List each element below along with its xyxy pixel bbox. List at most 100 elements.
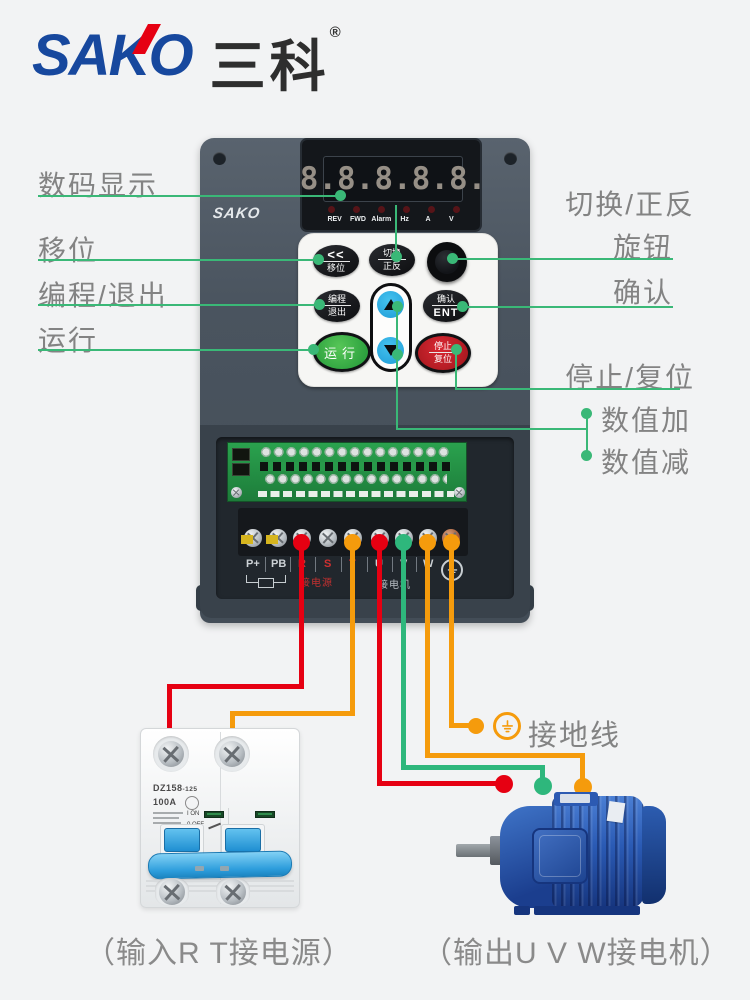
led-label-v: V	[448, 216, 454, 223]
wire-t	[230, 711, 235, 740]
wire-dot-u	[371, 534, 388, 551]
wire-dot-gnd	[443, 534, 460, 551]
label-value-inc: 数值加	[601, 405, 692, 436]
brand-logo-text: SAKO	[32, 23, 192, 88]
led-icon	[403, 206, 410, 213]
led-label-rev: REV	[327, 216, 342, 223]
pcb-connector	[232, 448, 250, 461]
breaker-toggle-right[interactable]	[225, 828, 261, 852]
terminal-label-pplus: P+	[246, 558, 260, 570]
breaker-toggle-left[interactable]	[164, 828, 200, 852]
wire-v	[401, 765, 545, 770]
program-button-bottom-label: 退出	[327, 307, 346, 317]
motor-nameplate	[560, 794, 590, 803]
led-label-fwd: FWD	[350, 216, 366, 223]
shift-button-label: 移位	[326, 262, 345, 273]
led-label-a: A	[425, 216, 431, 223]
breaker-trip-bar[interactable]	[147, 850, 293, 880]
stop-reset-button[interactable]: 停止 复位	[415, 333, 471, 373]
motor-foot	[514, 906, 530, 915]
label-digital-display: 数码显示	[38, 170, 159, 201]
wire-dot-w	[419, 534, 436, 551]
breaker-indicator	[204, 811, 224, 818]
label-ground-wire: 接地线	[528, 720, 622, 752]
motor-rear-cap	[642, 806, 666, 904]
led-icon	[453, 206, 460, 213]
switch-button-bottom-label: 正反	[382, 261, 401, 271]
breaker-indicator	[255, 811, 275, 818]
wire-w	[580, 753, 585, 783]
led-labels: REV FWD Alarm Hz A V	[323, 216, 463, 223]
label-value-dec: 数值减	[601, 447, 692, 478]
wire-r	[167, 684, 172, 737]
wire-v	[540, 765, 545, 783]
breaker-screw-icon	[219, 741, 245, 767]
terminal-label-s: S	[324, 558, 332, 570]
control-terminal-screws	[260, 445, 451, 459]
caption-output: （输出U V W接电机）	[422, 937, 731, 970]
enter-button-bottom-label: ENT	[433, 306, 459, 319]
mount-hole-icon	[213, 152, 226, 165]
wire-u	[377, 781, 504, 786]
stop-button-top-label: 停止	[428, 341, 457, 353]
wire-w	[425, 753, 585, 758]
brand-logo-cn: 三科	[209, 35, 330, 98]
label-program-exit: 编程/退出	[38, 280, 168, 311]
breaker-model: DZ158-125	[153, 783, 198, 793]
ground-icon	[493, 712, 521, 740]
program-button-top-label: 编程	[322, 294, 351, 306]
breaker-on-label: I ON	[187, 811, 200, 817]
run-button-label: 运行	[323, 345, 360, 361]
wire-r	[167, 684, 304, 689]
circuit-breaker: DZ158-125 100A I ON 0 OFF	[140, 728, 300, 908]
label-confirm: 确认	[612, 277, 673, 308]
program-exit-button[interactable]: 编程 退出	[314, 290, 360, 322]
control-terminal-pcb	[227, 442, 467, 502]
display-digits: 8.8.8.8.8.	[299, 161, 487, 197]
vfd-device: SAKO 8.8.8.8.8. REV FWD Alarm Hz A V << …	[196, 138, 534, 623]
breaker-screw-icon	[220, 879, 246, 905]
terminal-label-strip	[258, 491, 454, 497]
wire-end-ground	[468, 718, 484, 734]
yellow-tag	[241, 535, 253, 544]
led-icon	[428, 206, 435, 213]
wire-end-motor-v	[534, 777, 552, 795]
breaker-screw-icon	[158, 741, 184, 767]
wire-r	[299, 543, 304, 687]
pcb-screw-icon	[231, 487, 242, 498]
motor-group-label: 接电机	[378, 580, 411, 591]
wire-t	[350, 543, 355, 714]
enter-button-top-label: 确认	[431, 294, 460, 306]
led-label-hz: Hz	[400, 216, 409, 223]
breaker-spec-lines	[153, 812, 183, 827]
yellow-tag	[266, 535, 278, 544]
wire-dot-t	[344, 534, 361, 551]
motor-shaft	[456, 844, 494, 857]
vfd-brand-text: SAKO	[211, 205, 262, 222]
wire-end-motor-u	[495, 775, 513, 793]
run-button[interactable]: 运行	[313, 332, 371, 372]
breaker-seam	[220, 732, 221, 904]
stop-button-bottom-label: 复位	[433, 354, 452, 364]
led-label-alarm: Alarm	[371, 216, 392, 223]
led-icon	[353, 206, 360, 213]
pcb-screw-icon	[454, 487, 465, 498]
led-icon	[378, 206, 385, 213]
label-knob: 旋钮	[612, 232, 673, 263]
wire-t	[230, 711, 355, 716]
terminal-section: P+ PB R S T U V W 接电源 接电机	[200, 425, 530, 618]
label-switch-fwd-rev: 切换/正反	[565, 189, 695, 220]
wire-u	[377, 543, 382, 786]
terminal-screw-s	[319, 529, 337, 547]
motor-tag	[606, 800, 626, 824]
wire-ground	[449, 543, 454, 728]
brand-logo: SAKO 三科 ®	[32, 22, 341, 103]
rotary-knob[interactable]	[427, 242, 467, 282]
wire-w	[425, 543, 430, 758]
caption-input: （输入R T接电源）	[85, 937, 353, 970]
motor-base	[534, 906, 640, 915]
seven-segment-window: 8.8.8.8.8.	[300, 156, 486, 202]
breaker-screw-icon	[159, 879, 185, 905]
pcb-connector	[232, 463, 250, 476]
